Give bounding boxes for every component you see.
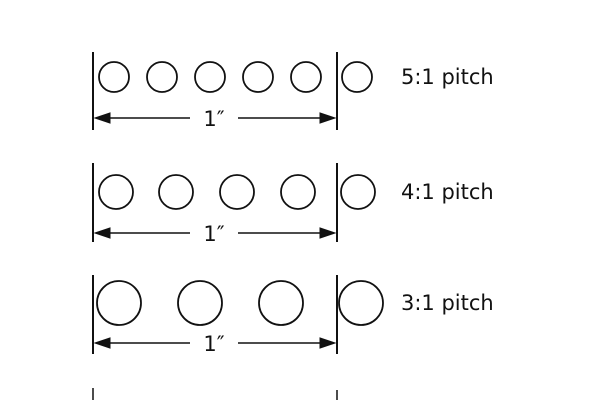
arrowhead-left [93, 227, 111, 239]
arrowhead-left [93, 337, 111, 349]
hole [96, 280, 142, 326]
dimension-label: 1″ [203, 222, 224, 246]
row-5-1-pitch: 1″ 5:1 pitch [92, 52, 494, 131]
hole [242, 61, 274, 93]
pitch-label: 3:1 pitch [401, 291, 494, 315]
hole [98, 61, 130, 93]
pitch-label: 5:1 pitch [401, 65, 494, 89]
dimension-label: 1″ [203, 332, 224, 356]
hole [290, 61, 322, 93]
hole [340, 174, 376, 210]
hole [98, 174, 134, 210]
hole [158, 174, 194, 210]
row-3-1-pitch: 1″ 3:1 pitch [92, 275, 494, 356]
hole [341, 61, 373, 93]
arrowhead-left [93, 112, 111, 124]
hole [258, 280, 304, 326]
arrowhead-right [319, 227, 337, 239]
hole [280, 174, 316, 210]
hole [219, 174, 255, 210]
arrowhead-right [319, 337, 337, 349]
hole [146, 61, 178, 93]
dimension-label: 1″ [203, 107, 224, 131]
hole [177, 280, 223, 326]
hole [194, 61, 226, 93]
bottom-edge-marks [92, 388, 338, 400]
row-4-1-pitch: 1″ 4:1 pitch [92, 163, 494, 246]
arrowhead-right [319, 112, 337, 124]
hole [338, 280, 384, 326]
pitch-label: 4:1 pitch [401, 180, 494, 204]
